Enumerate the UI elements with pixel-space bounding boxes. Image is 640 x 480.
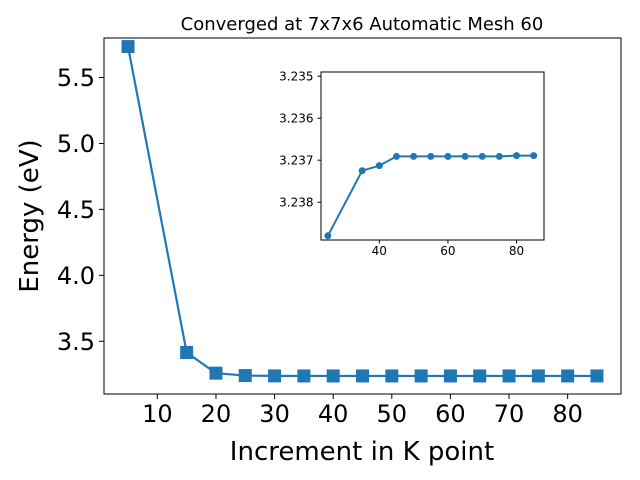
inset-y-axis-ticks: 3.235 3.236 3.237 3.238 [279,70,321,210]
inset-x-tick-label: 40 [372,244,387,258]
inset-data-point [444,152,452,160]
main-y-tick-label: 4.5 [57,196,95,224]
inset-data-point [478,152,486,160]
main-data-point [356,369,369,383]
inset-data-point [461,152,469,160]
main-data-point [473,369,487,383]
main-x-axis-ticks: 10 20 30 40 50 60 70 80 [142,394,583,428]
main-data-point [385,369,399,383]
inset-data-point [375,162,383,170]
inset-plot-frame [320,71,545,241]
inset-data-point [358,167,366,175]
x-axis-label: Increment in K point [230,437,494,467]
inset-y-tick-label: 3.237 [279,154,313,168]
inset-y-tick-label: 3.238 [279,196,313,210]
main-data-point [326,369,340,383]
inset-plot-area: 40 60 80 3.235 3.236 3.237 3.238 [279,70,545,258]
main-data-point [238,369,252,383]
main-x-tick-label: 20 [201,400,232,428]
main-data-point [121,40,135,54]
inset-y-tick-label: 3.235 [279,70,313,84]
inset-data-point [324,232,332,240]
inset-data-point [392,152,400,160]
inset-data-point [410,152,418,160]
main-data-point [180,345,194,359]
main-x-tick-label: 40 [318,400,349,428]
main-data-point [531,369,545,383]
main-y-tick-label: 5.0 [57,130,95,158]
chart-title: Converged at 7x7x6 Automatic Mesh 60 [181,14,544,35]
inset-data-point [530,152,538,160]
main-plot-area: 10 20 30 40 50 60 70 80 3.5 4.0 4.5 5.0 5.5 [57,37,622,428]
inset-y-tick-label: 3.236 [279,112,313,126]
main-data-point [590,369,604,383]
main-series-line [126,46,597,378]
inset-series-marks [324,152,538,240]
main-data-point [209,366,223,380]
inset-x-axis-ticks: 40 60 80 [372,240,524,258]
inset-data-point [495,152,503,160]
main-y-axis-ticks: 3.5 4.0 4.5 5.0 5.5 [57,64,104,356]
main-x-tick-label: 80 [552,400,583,428]
inset-x-tick-label: 80 [509,244,524,258]
inset-x-tick-label: 60 [440,244,455,258]
main-y-tick-label: 3.5 [57,328,95,356]
main-y-tick-label: 5.5 [57,64,95,92]
main-data-point [502,369,516,383]
main-plot-frame [103,37,622,395]
main-x-tick-label: 10 [142,400,173,428]
main-x-tick-label: 60 [435,400,466,428]
inset-data-point [427,152,435,160]
main-data-point [443,369,457,383]
main-data-point [297,369,311,383]
main-x-tick-label: 30 [259,400,290,428]
y-axis-label: Energy (eV) [15,139,45,292]
main-data-point [414,369,428,383]
main-y-tick-label: 4.0 [57,262,95,290]
main-series-marks [121,40,604,383]
main-data-point [268,369,282,383]
main-x-tick-label: 50 [377,400,408,428]
main-data-point [561,369,575,383]
main-x-tick-label: 70 [494,400,525,428]
inset-data-point [513,152,521,160]
